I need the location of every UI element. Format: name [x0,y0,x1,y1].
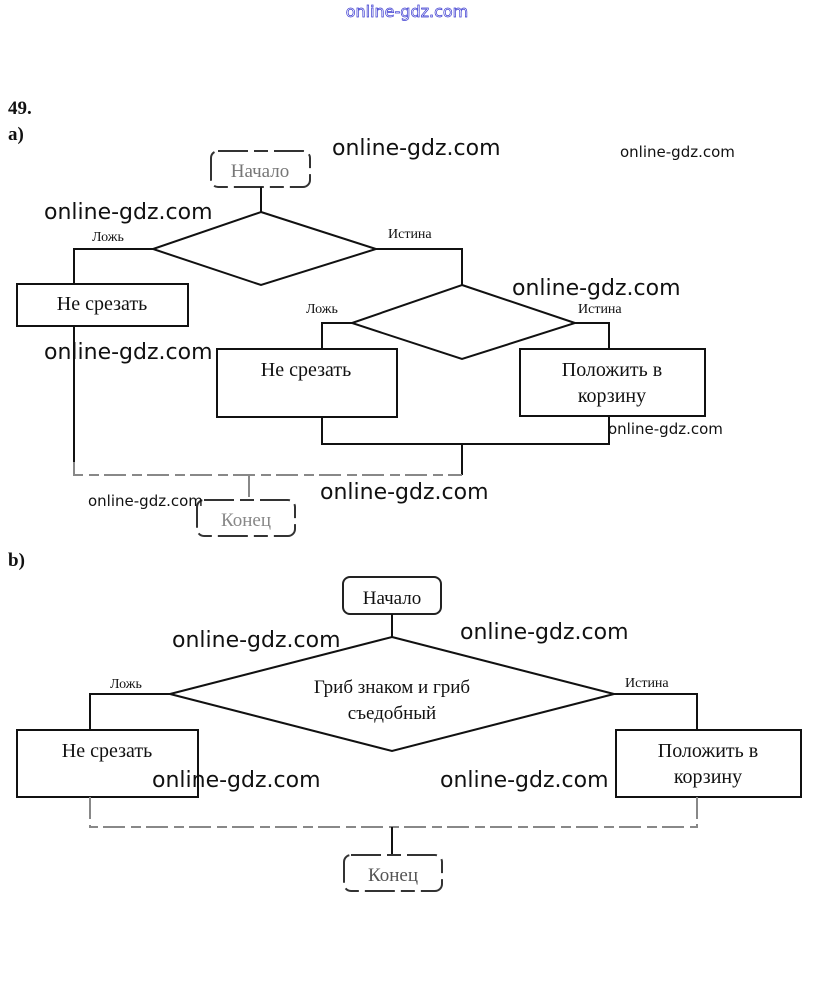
watermark: online-gdz.com [320,480,489,505]
watermark: online-gdz.com [620,143,735,161]
connector [73,462,462,476]
action-label-inner-true-line2: корзину [578,385,646,407]
watermarks: online-gdz.com online-gdz.com online-gdz… [44,136,735,793]
watermark: online-gdz.com [152,768,321,793]
connector [321,322,352,349]
part-a-label: a) [8,124,24,145]
action-box-false-b [16,729,199,798]
watermark: online-gdz.com [460,620,629,645]
decision-1-false-label: Ложь [92,230,124,245]
connector [575,322,610,349]
connector [321,416,610,445]
decision-b-line1: Гриб знаком и гриб [314,677,470,698]
decision-2-a [348,283,579,361]
connector [376,248,463,285]
watermark: online-gdz.com [172,628,341,653]
action-box-true-b [615,729,802,798]
problem-number: 49. [8,98,32,119]
action-label-inner-true-line1: Положить в [562,359,663,381]
action-box-inner-true [519,348,706,417]
action-label-true-b-line1: Положить в [658,740,759,762]
end-terminal-a [196,499,296,537]
watermark: online-gdz.com [608,420,723,438]
decision-b [169,635,615,753]
decision-2-true-label: Истина [578,302,622,317]
watermark: online-gdz.com [44,200,213,225]
header-watermark[interactable]: online-gdz.com [345,2,469,22]
watermark: online-gdz.com [44,340,213,365]
action-label-inner-false: Не срезать [261,359,351,381]
connector [614,693,698,730]
decision-b-true-label: Истина [625,676,669,691]
decision-b-line2: съедобный [348,703,436,724]
decision-1-a [149,210,380,287]
watermark: online-gdz.com [512,276,681,301]
end-terminal-b [343,854,443,892]
decision-2-false-label: Ложь [306,302,338,317]
action-box-inner-false [216,348,398,418]
action-box-outer-false [16,283,189,327]
connector [89,797,698,828]
connector [89,693,170,730]
end-label-b: Конец [368,865,418,886]
start-label-a: Начало [231,161,290,182]
part-b-label: b) [8,550,25,571]
watermark: online-gdz.com [440,768,609,793]
action-label-true-b-line2: корзину [674,766,742,788]
end-label-a: Конец [221,510,271,531]
flowchart-a: Начало Ложь Истина Не срезать Ложь Истин… [16,150,706,537]
action-label-false-b: Не срезать [62,740,152,762]
decision-b-false-label: Ложь [110,677,142,692]
action-label-outer-false: Не срезать [57,293,147,315]
watermark: online-gdz.com [88,492,203,510]
decision-1-true-label: Истина [388,227,432,242]
start-label-b: Начало [363,588,422,609]
connector [73,248,153,284]
flowchart-b: Начало Гриб знаком и гриб съедобный Ложь… [16,576,802,892]
watermark: online-gdz.com [332,136,501,161]
